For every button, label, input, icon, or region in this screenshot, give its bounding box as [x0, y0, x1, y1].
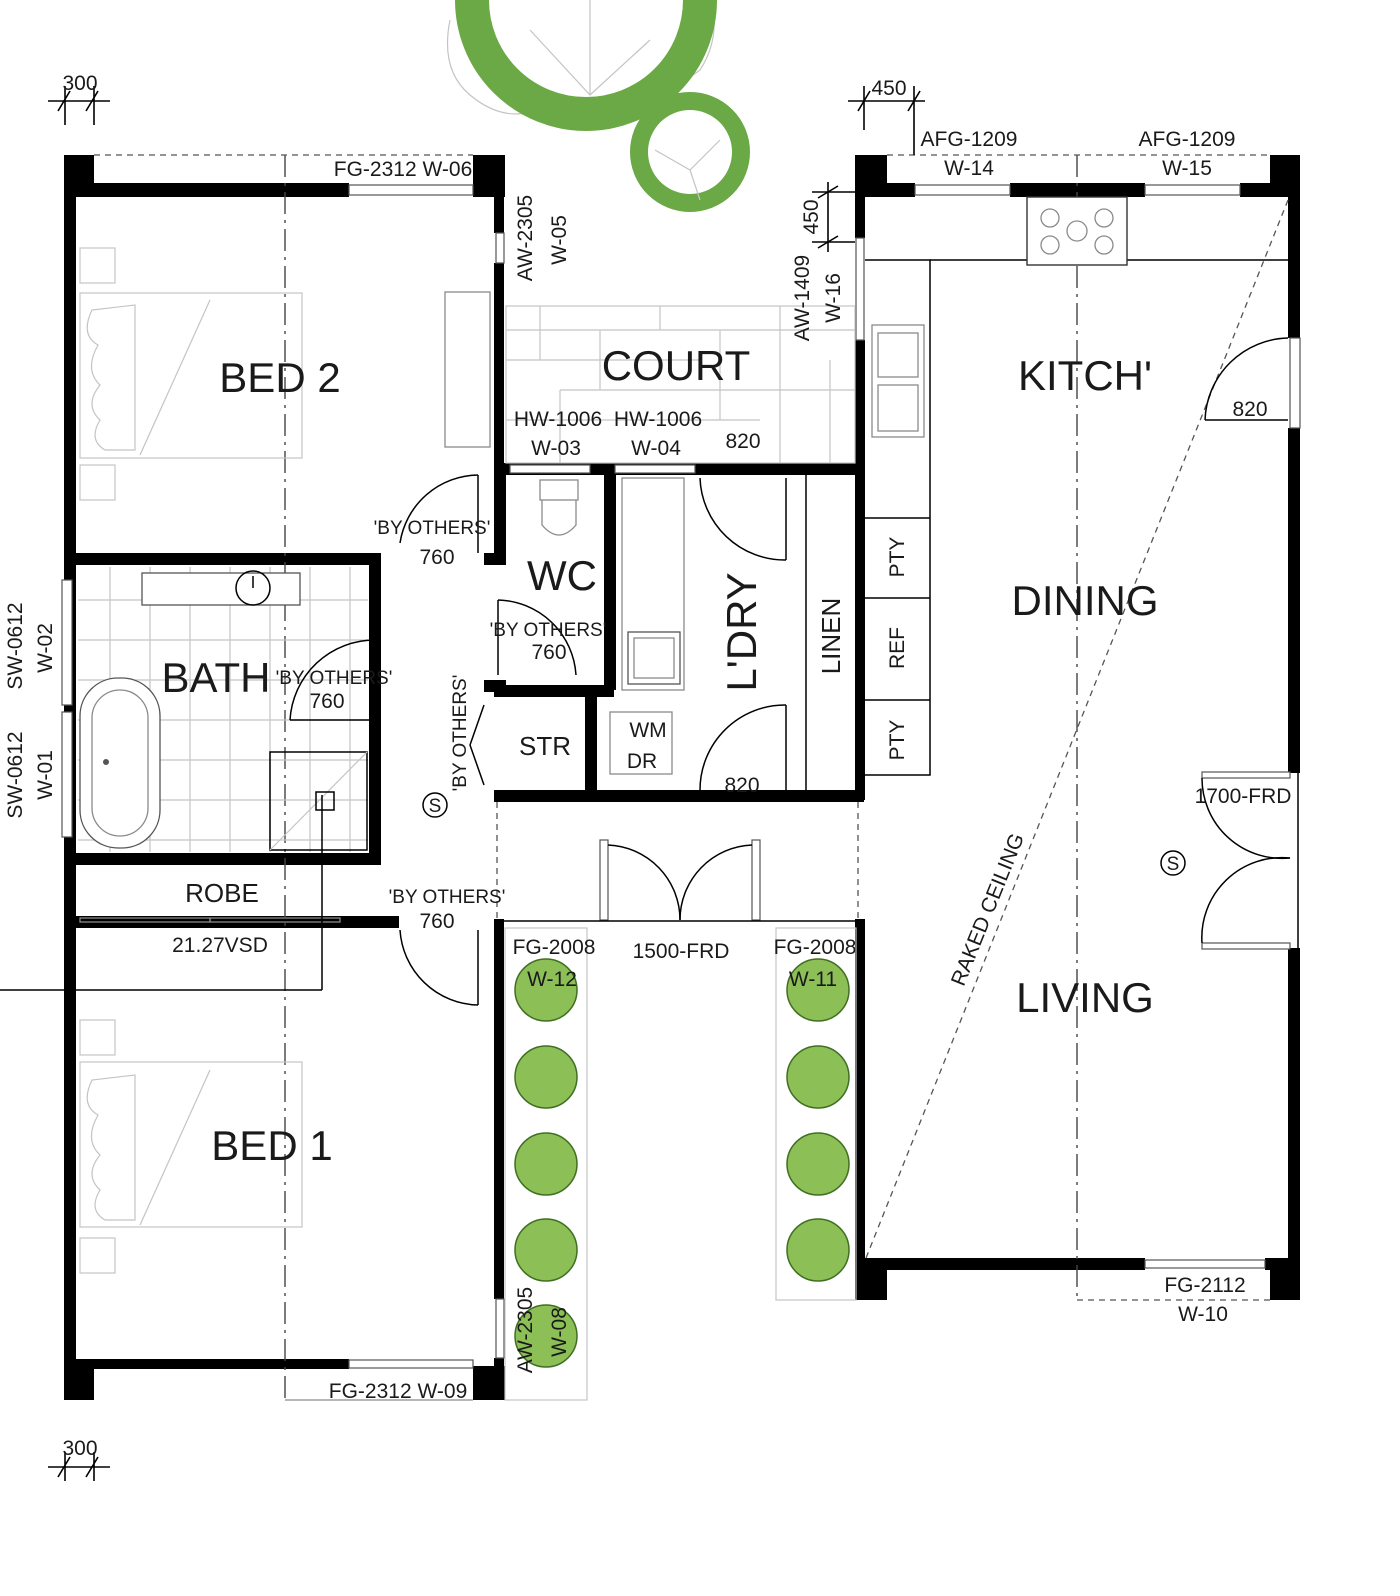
fridge-label: REF: [886, 627, 909, 669]
window-label-w01b: W-01: [34, 750, 57, 800]
washer-label: WM: [629, 719, 666, 742]
window-frames: [61, 184, 1301, 1369]
shrub-icon: [786, 1132, 850, 1196]
room-label-str: STR: [519, 731, 571, 761]
door-note: 'BY OTHERS': [450, 675, 471, 792]
room-label-bed2: BED 2: [219, 354, 340, 401]
dimension-label: 300: [62, 72, 97, 95]
smoke-detector-label: S: [429, 796, 442, 817]
court-paving: [505, 305, 856, 464]
room-label-court: COURT: [602, 342, 751, 389]
shrub-icon: [786, 1218, 850, 1282]
door-size: 21.27VSD: [172, 934, 268, 957]
window-label-w09: FG-2312 W-09: [329, 1380, 468, 1403]
centre-lines: [94, 154, 1270, 1401]
smoke-detector-label: S: [1167, 854, 1180, 875]
door-size: 820: [1232, 398, 1267, 421]
doors: [289, 337, 1299, 1006]
window-label-w02a: SW-0612: [4, 602, 27, 689]
door-note: 'BY OTHERS': [490, 620, 607, 641]
window-label-w01a: SW-0612: [4, 731, 27, 818]
door-size: 760: [531, 641, 566, 664]
window-label-w02b: W-02: [34, 623, 57, 673]
window-label-w16b: W-16: [822, 273, 845, 323]
window-label-w06: FG-2312 W-06: [334, 158, 473, 181]
raked-ceiling-line: [865, 199, 1289, 1259]
door-size: 820: [725, 430, 760, 453]
window-label-w12b: W-12: [527, 968, 577, 991]
window-label-w15b: W-15: [1162, 157, 1212, 180]
shrub-icon: [786, 958, 850, 1022]
bed1-furniture: [79, 1019, 303, 1274]
window-label-w03b: W-03: [531, 437, 581, 460]
dimension-label: 450: [800, 199, 823, 234]
kitchen-benches: [865, 196, 1288, 776]
window-label-w10a: FG-2112: [1164, 1274, 1245, 1297]
shrub-icon: [514, 1132, 578, 1196]
window-label-w14a: AFG-1209: [921, 128, 1018, 151]
tree-canopy: [446, 0, 750, 212]
door-size: 1700-FRD: [1195, 785, 1292, 808]
room-label-bed1: BED 1: [211, 1122, 332, 1169]
window-label-w14b: W-14: [944, 157, 994, 180]
window-label-w11a: FG-2008: [774, 936, 857, 959]
dimension-marks: [48, 86, 925, 1481]
wc-ldry-fixtures: [539, 475, 807, 790]
room-label-living: LIVING: [1016, 974, 1154, 1021]
window-label-w05b: W-05: [548, 215, 571, 265]
window-label-w11b: W-11: [789, 968, 837, 991]
door-note: 'BY OTHERS': [374, 518, 491, 539]
room-label-robe: ROBE: [185, 878, 259, 908]
planters: [504, 927, 857, 1401]
room-label-dining: DINING: [1012, 577, 1159, 624]
door-note: 'BY OTHERS': [276, 668, 393, 689]
window-label-w05a: AW-2305: [514, 195, 537, 281]
shrub-icon: [514, 1045, 578, 1109]
door-size: 760: [309, 690, 344, 713]
window-label-w08a: AW-2305: [514, 1287, 537, 1373]
room-label-bath: BATH: [162, 654, 271, 701]
room-label-ldry: L'DRY: [718, 572, 765, 691]
shrub-icon: [514, 1218, 578, 1282]
room-label-linen: LINEN: [816, 598, 846, 675]
pantry-label: PTY: [886, 537, 909, 578]
door-size: 1500-FRD: [633, 940, 730, 963]
room-label-wc: WC: [527, 552, 597, 599]
window-label-w08b: W-08: [548, 1307, 571, 1357]
window-label-w03a: HW-1006: [514, 408, 602, 431]
raked-ceiling-note: RAKED CEILING: [947, 830, 1029, 989]
bath-fixtures: [78, 567, 368, 852]
pantry-label: PTY: [886, 720, 909, 761]
window-label-w15a: AFG-1209: [1139, 128, 1236, 151]
room-label-kitch: KITCH': [1018, 352, 1152, 399]
window-label-w04b: W-04: [631, 437, 681, 460]
window-label-w12a: FG-2008: [513, 936, 596, 959]
robe: [0, 795, 370, 991]
door-note: 'BY OTHERS': [389, 887, 506, 908]
window-label-w10b: W-10: [1178, 1303, 1228, 1326]
dimension-label: 450: [871, 77, 906, 100]
smoke-detector-icon: [422, 792, 1186, 876]
door-size: 820: [724, 774, 759, 797]
window-label-w04a: HW-1006: [614, 408, 702, 431]
door-size: 760: [419, 910, 454, 933]
bed2-furniture: [79, 247, 491, 501]
dimension-label: 300: [62, 1437, 97, 1460]
shrub-icon: [786, 1045, 850, 1109]
shrub-icon: [514, 1304, 578, 1368]
door-size: 760: [419, 546, 454, 569]
shrub-icon: [514, 958, 578, 1022]
window-label-w16a: AW-1409: [791, 255, 814, 341]
dryer-label: DR: [627, 750, 657, 773]
